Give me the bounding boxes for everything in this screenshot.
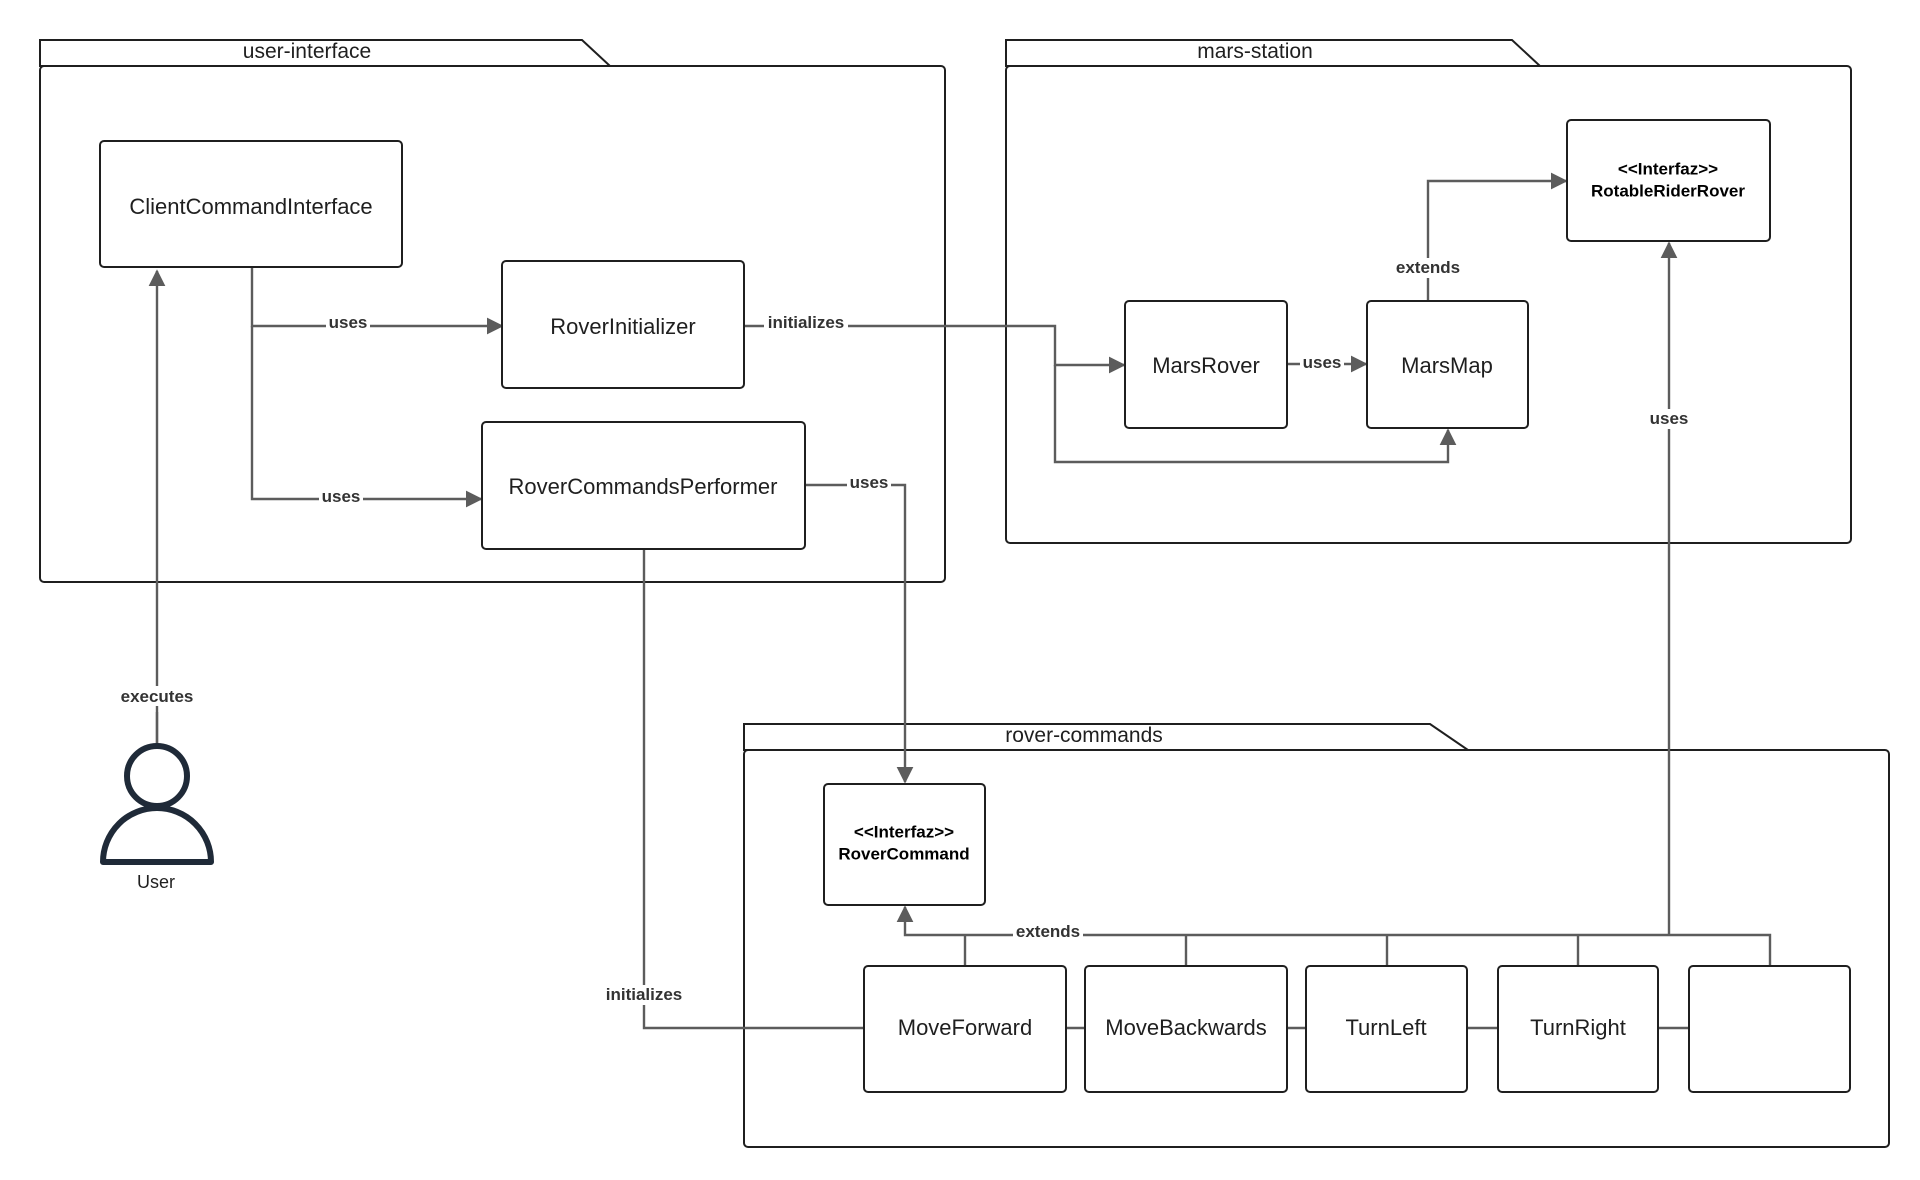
edge-label-extends: extends — [1016, 922, 1080, 941]
actor-label: User — [137, 872, 175, 892]
label-backdrop — [115, 686, 199, 706]
interface-name: RoverCommand — [838, 844, 969, 863]
class-name: RoverCommandsPerformer — [509, 474, 778, 499]
class-move-backwards[interactable]: MoveBackwards — [1084, 965, 1288, 1093]
edge-performer-initializes-commands[interactable] — [642, 549, 864, 1030]
class-box — [1566, 119, 1771, 242]
label-backdrop — [764, 313, 848, 333]
class-name: TurnLeft — [1345, 1015, 1426, 1040]
class-box — [1366, 300, 1529, 429]
class-name: ClientCommandInterface — [129, 194, 372, 219]
label-backdrop — [319, 487, 363, 507]
actor-user[interactable]: User — [100, 712, 214, 892]
edge-initializer-initializes-map[interactable] — [1053, 365, 1457, 464]
user-body-icon — [100, 805, 214, 865]
class-box — [1084, 965, 1288, 1093]
edge-label-uses: uses — [1303, 353, 1342, 372]
class-name: MoveBackwards — [1105, 1015, 1266, 1040]
interface-name: RotableRiderRover — [1591, 181, 1745, 200]
class-name: MarsMap — [1401, 353, 1493, 378]
label-backdrop — [1013, 922, 1083, 942]
edge-commands-extend-rovercommand[interactable] — [896, 905, 1772, 966]
class-mars-map[interactable]: MarsMap — [1366, 300, 1529, 429]
label-backdrop — [1393, 258, 1463, 278]
label-backdrop — [326, 313, 370, 333]
class-box — [501, 260, 745, 389]
edge-label-uses: uses — [850, 473, 889, 492]
class-turn-right[interactable]: TurnRight — [1497, 965, 1659, 1093]
class-turn-left[interactable]: TurnLeft — [1305, 965, 1468, 1093]
label-backdrop — [1647, 409, 1691, 429]
class-box — [1124, 300, 1288, 429]
user-head-icon — [124, 743, 190, 809]
class-box — [863, 965, 1067, 1093]
edge-label-executes: executes — [121, 687, 194, 706]
edge-label-initializes: initializes — [606, 985, 683, 1004]
interface-rotable-rider-rover[interactable]: <<Interfaz>> RotableRiderRover — [1566, 119, 1771, 242]
class-rover-initializer[interactable]: RoverInitializer — [501, 260, 745, 389]
edge-performer-uses-command[interactable] — [805, 483, 914, 784]
label-backdrop — [601, 985, 687, 1005]
interface-stereotype: <<Interfaz>> — [854, 822, 954, 841]
class-box — [823, 783, 986, 906]
class-move-forward[interactable]: MoveForward — [863, 965, 1067, 1093]
package-title: rover-commands — [1005, 724, 1163, 747]
interface-stereotype: <<Interfaz>> — [1618, 159, 1718, 178]
package-title: mars-station — [1197, 40, 1313, 63]
class-box — [1305, 965, 1468, 1093]
edge-label-initializes: initializes — [768, 313, 845, 332]
class-rover-commands-performer[interactable]: RoverCommandsPerformer — [481, 421, 806, 550]
label-backdrop — [847, 472, 891, 492]
class-name: TurnRight — [1530, 1015, 1626, 1040]
class-box — [1688, 965, 1851, 1093]
class-box — [1497, 965, 1659, 1093]
edge-label-uses: uses — [1650, 409, 1689, 428]
class-name: RoverInitializer — [550, 314, 696, 339]
edge-labels: uses uses initializes uses extends uses … — [115, 258, 1691, 1005]
edge-cci-uses-performer[interactable] — [250, 326, 483, 508]
edge-label-uses: uses — [322, 487, 361, 506]
class-mars-rover[interactable]: MarsRover — [1124, 300, 1288, 429]
class-box — [99, 140, 403, 268]
class-name: MoveForward — [898, 1015, 1032, 1040]
package-title: user-interface — [243, 40, 371, 63]
class-client-command-interface[interactable]: ClientCommandInterface — [99, 140, 403, 268]
label-backdrop — [1300, 352, 1344, 372]
connectors — [148, 172, 1772, 1030]
edge-initializer-initializes-rover[interactable] — [744, 324, 1126, 374]
interface-rover-command[interactable]: <<Interfaz>> RoverCommand — [823, 783, 986, 906]
class-unnamed-command[interactable] — [1688, 965, 1851, 1093]
class-name: MarsRover — [1152, 353, 1260, 378]
class-box — [481, 421, 806, 550]
edge-label-extends: extends — [1396, 258, 1460, 277]
edge-label-uses: uses — [329, 313, 368, 332]
